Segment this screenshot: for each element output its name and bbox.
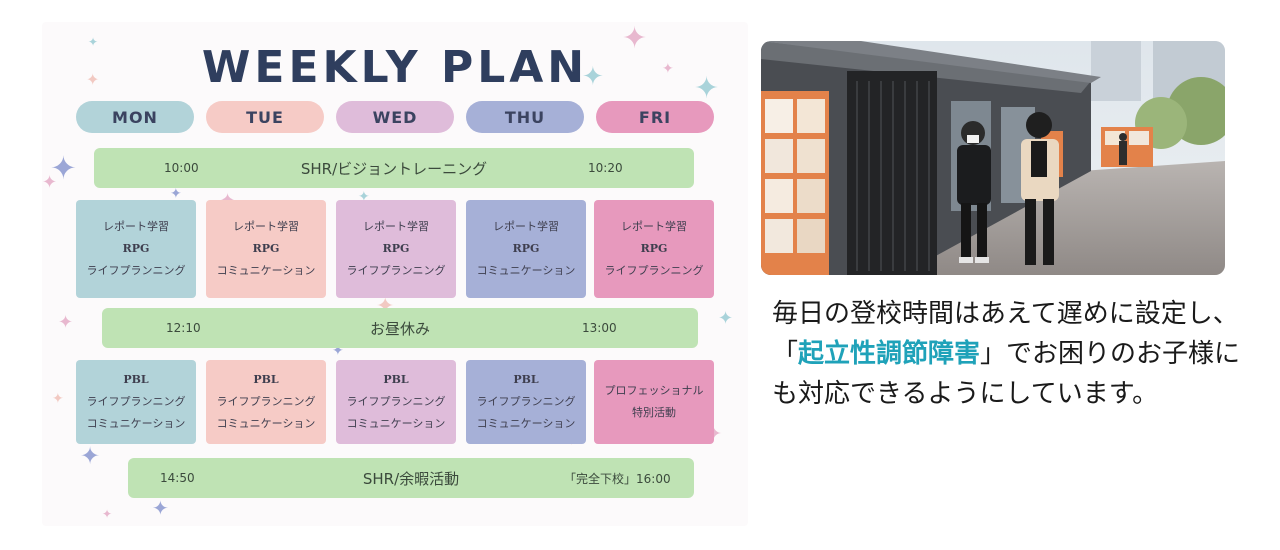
bar-label: SHR/ビジョントレーニング: [300, 159, 488, 178]
cell-line: レポート学習: [493, 220, 559, 233]
caption-part1: 毎日の登校時間はあえて遅めに設定し、「: [772, 299, 1239, 369]
sparkle-icon: ✦: [50, 149, 77, 187]
cell-line: RPG: [252, 242, 280, 255]
day-thu: THU: [466, 101, 584, 133]
cell-line: レポート学習: [233, 220, 299, 233]
cell-line: ライフプランニング: [604, 264, 704, 277]
caption-part2: 」でお困りのお子様にも対応できるようにしています。: [772, 339, 1241, 409]
day-fri: FRI: [596, 101, 714, 133]
schedule-bar-afternoon: 14:50 SHR/余暇活動 「完全下校」16:00: [128, 458, 694, 498]
bar-start-time: 14:50: [160, 471, 195, 485]
sparkle-icon: ✦: [80, 442, 101, 470]
cell-line: コミュニケーション: [476, 264, 576, 277]
cell-line: ライフプランニング: [346, 395, 446, 408]
day-mon: MON: [76, 101, 194, 133]
sparkle-icon: ✦: [58, 312, 74, 333]
cell-morning-thu: レポート学習 RPG コミュニケーション: [466, 200, 586, 298]
cell-morning-tue: レポート学習 RPG コミュニケーション: [206, 200, 326, 298]
cell-afternoon-wed: PBL ライフプランニング コミュニケーション: [336, 360, 456, 444]
bar-start-time: 10:00: [164, 161, 199, 175]
cell-line: PBL: [253, 373, 279, 386]
sparkle-icon: ✦: [42, 172, 58, 193]
cell-morning-fri: レポート学習 RPG ライフプランニング: [594, 200, 714, 298]
cell-afternoon-mon: PBL ライフプランニング コミュニケーション: [76, 360, 196, 444]
cell-line: コミュニケーション: [216, 417, 316, 430]
cell-line: ライフプランニング: [86, 395, 186, 408]
schedule-bar-lunch: 12:10 お昼休み 13:00: [102, 308, 698, 348]
cell-line: コミュニケーション: [476, 417, 576, 430]
schedule-bar-morning: 10:00 SHR/ビジョントレーニング 10:20: [94, 148, 694, 188]
cell-line: コミュニケーション: [86, 417, 186, 430]
cell-afternoon-fri: プロフェッショナル 特別活動: [594, 360, 714, 444]
plan-title: WEEKLY PLAN: [201, 42, 589, 93]
cell-line: レポート学習: [363, 220, 429, 233]
bar-end-time: 10:20: [588, 161, 623, 175]
cell-line: ライフプランニング: [86, 264, 186, 277]
bar-end-time: 13:00: [582, 321, 617, 335]
sparkle-icon: ✦: [152, 496, 169, 520]
bar-label: お昼休み: [369, 319, 430, 338]
cell-line: ライフプランニング: [216, 395, 316, 408]
cell-line: ライフプランニング: [476, 395, 576, 408]
bar-end-time: 「完全下校」16:00: [564, 471, 671, 486]
weekly-plan-image: ✦ ✦ ✦ ✦ ✦ ✦ ✦ ✦ ✦ ✦ ✦ ✦ ✦ ✦ ✦ ✦ ✦ ✦ ✦ ✦ …: [42, 22, 748, 526]
sparkle-icon: ✦: [102, 507, 113, 521]
bar-label: SHR/余暇活動: [362, 469, 460, 488]
cell-line: PBL: [123, 373, 149, 386]
sparkle-icon: ✦: [718, 308, 734, 329]
bar-start-time: 12:10: [166, 321, 201, 335]
cell-afternoon-thu: PBL ライフプランニング コミュニケーション: [466, 360, 586, 444]
cell-line: RPG: [382, 242, 410, 255]
school-photo: [761, 41, 1225, 275]
cell-afternoon-tue: PBL ライフプランニング コミュニケーション: [206, 360, 326, 444]
cell-line: PBL: [513, 373, 539, 386]
cell-line: レポート学習: [103, 220, 169, 233]
cell-line: PBL: [383, 373, 409, 386]
cell-line: コミュニケーション: [346, 417, 446, 430]
cell-line: レポート学習: [621, 220, 687, 233]
cell-line: RPG: [122, 242, 150, 255]
caption-highlight: 起立性調節障害: [798, 339, 981, 369]
cell-line: 特別活動: [632, 406, 676, 419]
cell-line: ライフプランニング: [346, 264, 446, 277]
sparkle-icon: ✦: [170, 186, 182, 202]
day-tue: TUE: [206, 101, 324, 133]
cell-line: プロフェッショナル: [604, 384, 704, 397]
day-wed: WED: [336, 101, 454, 133]
school-photo-illustration: [761, 41, 1225, 275]
cell-line: RPG: [512, 242, 540, 255]
cell-morning-wed: レポート学習 RPG ライフプランニング: [336, 200, 456, 298]
caption-text: 毎日の登校時間はあえて遅めに設定し、「起立性調節障害」でお困りのお子様にも対応で…: [772, 294, 1242, 414]
cell-line: コミュニケーション: [216, 264, 316, 277]
sparkle-icon: ✦: [52, 391, 64, 407]
cell-line: RPG: [640, 242, 668, 255]
cell-morning-mon: レポート学習 RPG ライフプランニング: [76, 200, 196, 298]
